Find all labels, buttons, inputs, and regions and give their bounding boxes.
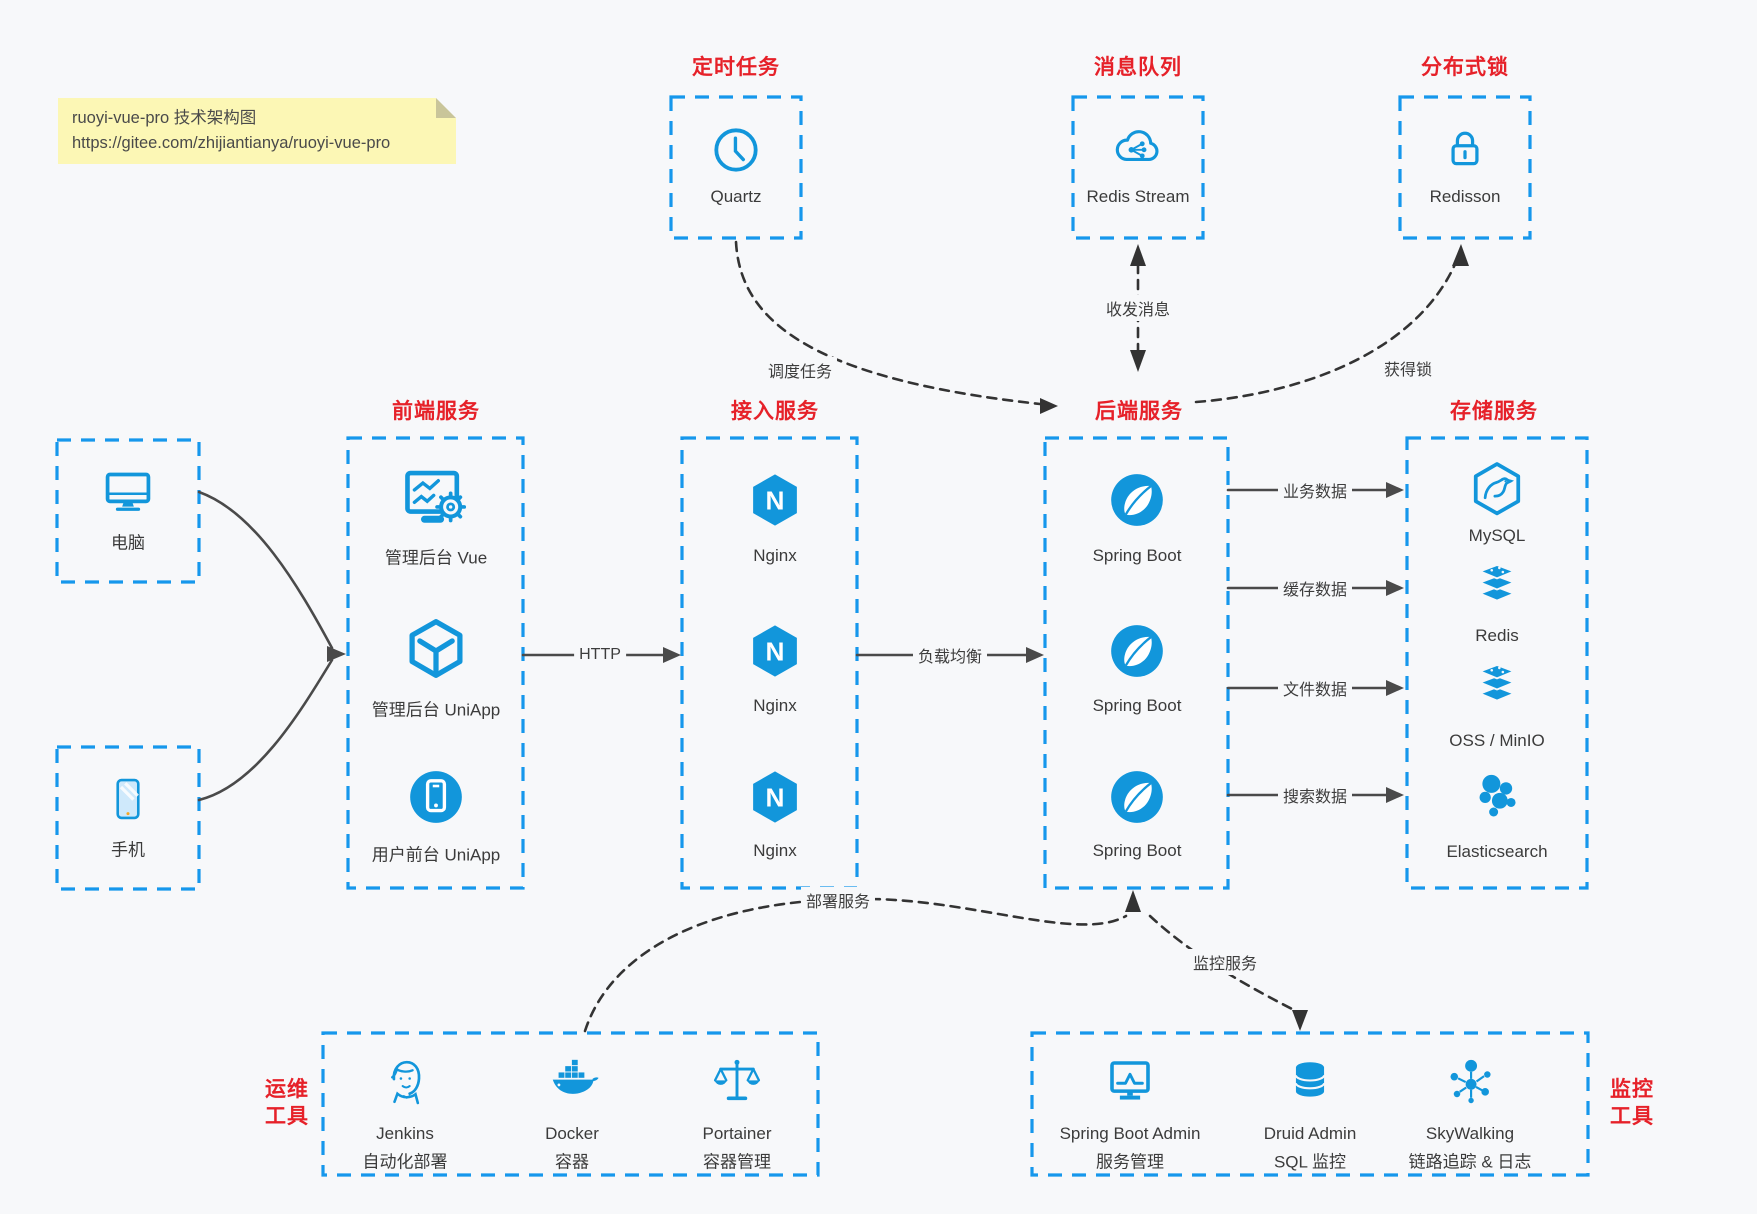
spring-leaf-icon — [1106, 469, 1168, 531]
database-icon — [1285, 1056, 1335, 1106]
node-elasticsearch: Elasticsearch — [1446, 842, 1548, 861]
edge-label-cache-data: 缓存数据 — [1277, 575, 1353, 601]
node-admin-uniapp: 管理后台 UniApp — [371, 700, 501, 720]
scheduler-box — [669, 95, 803, 240]
node-docker-sub: 容器 — [555, 1152, 589, 1172]
edge-label-deploy-service: 部署服务 — [800, 887, 876, 913]
spring-leaf-icon — [1106, 620, 1168, 682]
clock-icon — [709, 123, 763, 177]
edge-label-exchange-message: 收发消息 — [1100, 295, 1176, 321]
node-oss-minio: OSS / MinIO — [1449, 731, 1545, 750]
cube-icon — [399, 614, 473, 688]
scales-icon — [710, 1055, 764, 1109]
edge-label-schedule-task: 调度任务 — [762, 357, 838, 383]
storage-stack-icon — [1469, 658, 1525, 714]
node-mysql: MySQL — [1468, 526, 1526, 545]
node-druid-admin-sub: SQL 监控 — [1273, 1152, 1347, 1172]
node-admin-vue: 管理后台 Vue — [384, 548, 488, 568]
message-queue-box — [1071, 95, 1205, 240]
edge-monitor-service — [1148, 914, 1296, 1012]
redis-stack-icon — [1469, 558, 1525, 614]
monitoring-box — [1030, 1031, 1590, 1177]
edge-deploy-service — [583, 897, 1128, 1033]
title-frontend: 前端服务 — [392, 400, 480, 423]
mysql-dolphin-icon — [1467, 459, 1527, 519]
edge-label-file-data: 文件数据 — [1277, 675, 1353, 701]
node-redis: Redis — [1475, 626, 1519, 645]
distributed-lock-box — [1398, 95, 1532, 240]
node-redis-stream: Redis Stream — [1086, 187, 1190, 206]
docker-whale-icon — [544, 1054, 600, 1110]
cloud-share-icon — [1109, 119, 1167, 177]
sticky-note: ruoyi-vue-pro 技术架构图 https://gitee.com/zh… — [58, 98, 456, 164]
title-scheduler: 定时任务 — [692, 56, 780, 79]
node-portainer: Portainer — [702, 1124, 772, 1143]
admin-screen-gear-icon — [399, 463, 473, 537]
lock-icon — [1439, 123, 1491, 175]
monitor-chart-icon — [1103, 1054, 1157, 1108]
node-skywalking: SkyWalking — [1425, 1124, 1515, 1143]
node-quartz: Quartz — [710, 187, 762, 206]
node-nginx-3: Nginx — [753, 841, 797, 860]
edge-label-http: HTTP — [574, 645, 626, 665]
node-redisson: Redisson — [1429, 187, 1501, 206]
title-gateway: 接入服务 — [731, 400, 819, 423]
node-spring-boot-2: Spring Boot — [1092, 696, 1182, 715]
storage-box — [1405, 436, 1589, 890]
jenkins-icon — [377, 1054, 433, 1110]
node-mobile: 手机 — [111, 840, 145, 860]
edge-label-search-data: 搜索数据 — [1277, 782, 1353, 808]
title-storage: 存储服务 — [1450, 400, 1538, 423]
title-monitoring: 监控 工具 — [1610, 1078, 1654, 1128]
nginx-hexagon-icon: N — [745, 470, 805, 530]
edge-pc-to-frontend — [197, 490, 334, 650]
title-backend: 后端服务 — [1095, 400, 1183, 423]
edge-label-load-balance: 负载均衡 — [912, 642, 988, 668]
elasticsearch-cluster-icon — [1470, 767, 1524, 821]
svg-text:N: N — [766, 485, 785, 515]
mobile-phone-icon — [102, 773, 154, 825]
title-message-queue: 消息队列 — [1094, 56, 1182, 79]
node-jenkins: Jenkins — [376, 1124, 434, 1143]
node-user-uniapp: 用户前台 UniApp — [371, 845, 501, 865]
svg-text:N: N — [766, 782, 785, 812]
node-pc: 电脑 — [111, 533, 145, 553]
nginx-hexagon-icon: N — [745, 767, 805, 827]
note-title: ruoyi-vue-pro 技术架构图 — [72, 109, 257, 127]
edge-label-monitor-service: 监控服务 — [1187, 949, 1263, 975]
solid-arrowheads — [327, 482, 1404, 803]
desktop-icon — [100, 464, 156, 520]
devops-box — [321, 1031, 820, 1177]
network-nodes-icon — [1444, 1055, 1496, 1107]
node-nginx-2: Nginx — [753, 696, 797, 715]
node-skywalking-sub: 链路追踪 & 日志 — [1408, 1152, 1532, 1172]
nginx-hexagon-icon: N — [745, 621, 805, 681]
node-spring-boot-3: Spring Boot — [1092, 841, 1182, 860]
backend-box — [1043, 436, 1230, 890]
dashed-arrowheads — [1040, 244, 1469, 1031]
edge-label-acquire-lock: 获得锁 — [1378, 355, 1438, 381]
node-jenkins-sub: 自动化部署 — [362, 1152, 448, 1172]
title-distributed-lock: 分布式锁 — [1421, 56, 1509, 79]
edge-acquire-lock — [1194, 250, 1462, 404]
node-spring-boot-1: Spring Boot — [1092, 546, 1182, 565]
node-portainer-sub: 容器管理 — [703, 1152, 771, 1172]
node-spring-boot-admin: Spring Boot Admin — [1059, 1124, 1201, 1143]
note-url: https://gitee.com/zhijiantianya/ruoyi-vu… — [72, 134, 391, 152]
phone-circle-icon — [405, 766, 467, 828]
node-docker: Docker — [545, 1124, 599, 1143]
edge-label-business-data: 业务数据 — [1277, 477, 1353, 503]
title-devops: 运维 工具 — [265, 1078, 309, 1128]
node-spring-boot-admin-sub: 服务管理 — [1096, 1152, 1164, 1172]
note-fold-corner — [436, 98, 456, 118]
edge-mobile-to-frontend — [197, 658, 334, 802]
spring-leaf-icon — [1106, 766, 1168, 828]
svg-text:N: N — [766, 636, 785, 666]
node-druid-admin: Druid Admin — [1263, 1124, 1357, 1143]
node-nginx-1: Nginx — [753, 546, 797, 565]
